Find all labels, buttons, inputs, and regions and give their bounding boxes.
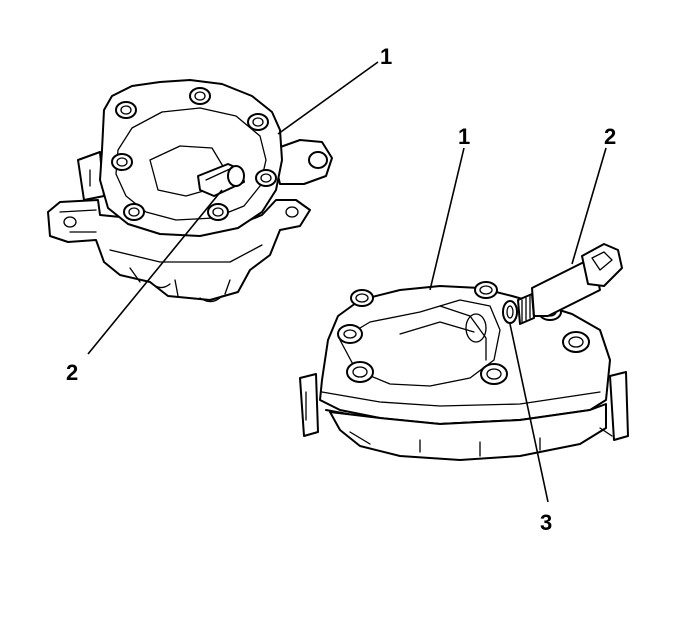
- callout-right-2: 2: [604, 124, 616, 149]
- leader-lines: [87, 61, 607, 503]
- right-cover-bolts: [337, 281, 590, 385]
- left-cover-bolts: [111, 87, 277, 221]
- seal-ring: [502, 300, 518, 324]
- callout-left-1: 1: [380, 44, 392, 69]
- right-fitting-bolt: [517, 243, 623, 325]
- callout-right-3: 3: [540, 510, 552, 535]
- callout-right-1: 1: [458, 124, 470, 149]
- left-fitting-bolt: [197, 163, 245, 197]
- right-pump-closeup: [299, 243, 629, 461]
- left-pump-assembly: [47, 79, 333, 303]
- callout-left-2: 2: [66, 360, 78, 385]
